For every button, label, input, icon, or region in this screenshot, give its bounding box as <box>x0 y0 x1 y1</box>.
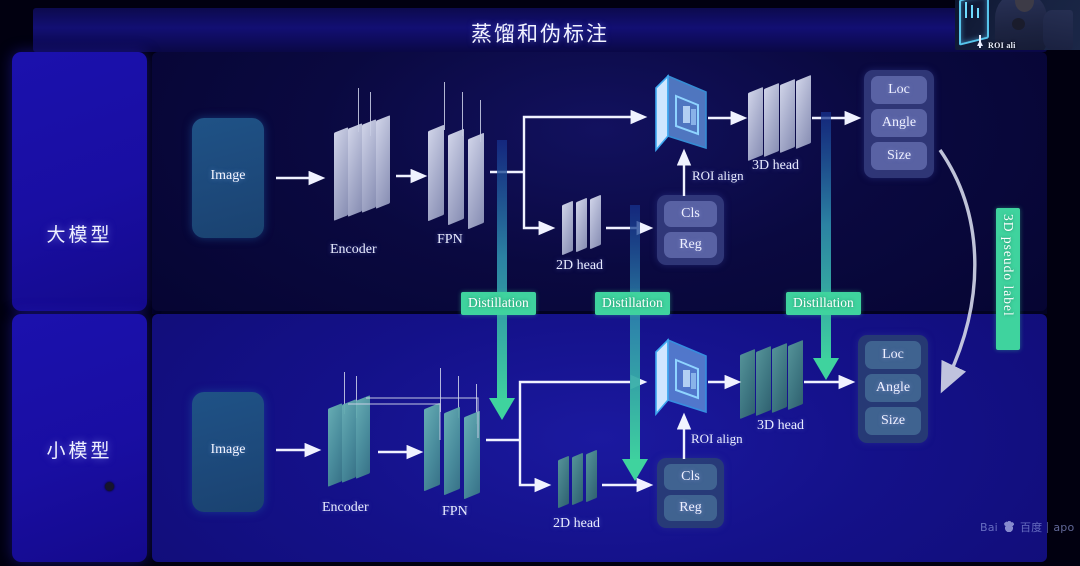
sidebar-student-panel: 小模型 <box>12 314 147 562</box>
student-roi-align-icon <box>650 336 712 422</box>
student-image-label: Image <box>210 442 246 457</box>
encoder-antenna-icon <box>344 372 345 414</box>
fpn-sheet <box>464 410 480 500</box>
teacher-det2d-box: Cls Reg <box>657 195 724 265</box>
distillation-tag-2dhead: Distillation <box>595 292 670 315</box>
watermark-divider <box>1047 521 1049 533</box>
pip-caption: ROI ali <box>988 41 1016 50</box>
fpn-sheet <box>444 406 460 496</box>
mouse-cursor-dot <box>105 482 114 491</box>
head3d-sheet <box>740 348 755 420</box>
presenter-hand <box>1012 18 1025 30</box>
slide-title-band: 蒸馏和伪标注 <box>33 8 1047 52</box>
teacher-output-box: Loc Angle Size <box>864 70 934 178</box>
sidebar-item-label-student: 小模型 <box>46 440 113 462</box>
watermark-brand-cn: 百度 <box>1019 521 1043 534</box>
teacher-2d-head-label: 2D head <box>556 258 604 273</box>
student-fpn-label: FPN <box>442 504 468 519</box>
fpn-antenna-icon <box>440 368 441 412</box>
head2d-sheet <box>562 200 573 256</box>
distillation-tag-3dhead: Distillation <box>786 292 861 315</box>
teacher-encoder-label: Encoder <box>330 242 377 257</box>
fpn-antenna-icon <box>458 376 459 418</box>
teacher-cls-chip: Cls <box>664 201 717 227</box>
teacher-roi-align-icon <box>650 72 712 158</box>
head2d-sheet <box>572 452 583 506</box>
encoder-antenna-icon <box>370 92 371 136</box>
teacher-loc-chip: Loc <box>871 76 927 104</box>
baidu-apollo-watermark: Bai 百度 apo <box>980 519 1074 535</box>
student-output-box: Loc Angle Size <box>858 335 928 443</box>
fpn-sheet <box>428 124 444 222</box>
encoder-sheet <box>342 399 356 483</box>
student-encoder-label: Encoder <box>322 500 369 515</box>
teacher-size-chip: Size <box>871 142 927 170</box>
teacher-reg-chip: Reg <box>664 232 717 258</box>
head2d-sheet <box>590 194 601 250</box>
encoder-antenna-icon <box>356 376 357 418</box>
fpn-sheet <box>468 132 484 230</box>
encoder-sheet <box>348 123 362 217</box>
sidebar-teacher-panel: 大模型 <box>12 52 147 311</box>
head3d-sheet <box>772 342 787 414</box>
watermark-brand: Bai <box>980 520 998 534</box>
teacher-image-label: Image <box>210 168 246 183</box>
webcam-pip[interactable]: ROI ali <box>955 0 1080 50</box>
fpn-antenna-icon <box>444 82 445 130</box>
sidebar-item-label-teacher: 大模型 <box>46 224 113 246</box>
fpn-sheet <box>448 128 464 226</box>
student-image-card: Image <box>192 392 264 512</box>
head3d-sheet <box>756 345 771 417</box>
encoder-sheet <box>362 119 376 213</box>
encoder-sheet <box>376 115 390 209</box>
distillation-tag-fpn: Distillation <box>461 292 536 315</box>
encoder-sheet <box>356 395 370 479</box>
page-title: 蒸馏和伪标注 <box>471 22 609 46</box>
teacher-roi-align-label: ROI align <box>692 168 744 183</box>
student-cls-chip: Cls <box>664 464 717 490</box>
teacher-3d-head-label: 3D head <box>752 158 800 173</box>
head3d-sheet <box>788 339 803 411</box>
encoder-sheet <box>334 127 348 221</box>
pseudo-label-tag: 3D pseudo label <box>996 208 1020 350</box>
teacher-angle-chip: Angle <box>871 109 927 137</box>
presenter-arm <box>1043 10 1073 50</box>
head3d-sheet <box>748 86 763 162</box>
presenter-head <box>1015 0 1034 12</box>
fpn-antenna-icon <box>480 100 481 142</box>
teacher-fpn-label: FPN <box>437 232 463 247</box>
fpn-sheet <box>424 402 440 492</box>
head2d-sheet <box>576 197 587 253</box>
head3d-sheet <box>796 74 811 150</box>
student-2d-head-label: 2D head <box>553 516 601 531</box>
student-3d-head-label: 3D head <box>757 418 805 433</box>
student-det2d-box: Cls Reg <box>657 458 724 528</box>
head2d-sheet <box>586 449 597 503</box>
encoder-antenna-icon <box>358 88 359 132</box>
pip-bar-icon <box>977 8 979 18</box>
student-loc-chip: Loc <box>865 341 921 369</box>
head3d-sheet <box>764 82 779 158</box>
teacher-image-card: Image <box>192 118 264 238</box>
paw-icon <box>1002 521 1015 533</box>
head2d-sheet <box>558 455 569 509</box>
encoder-sheet <box>328 403 342 487</box>
head3d-sheet <box>780 78 795 154</box>
pip-bar-icon <box>971 5 973 18</box>
student-roi-align-label: ROI align <box>691 431 743 446</box>
watermark-product: apo <box>1053 520 1075 534</box>
pip-bar-icon <box>965 2 967 18</box>
pip-slide-plate-icon <box>959 0 989 46</box>
pip-arrow-icon <box>977 40 983 46</box>
student-reg-chip: Reg <box>664 495 717 521</box>
fpn-antenna-icon <box>462 92 463 136</box>
student-size-chip: Size <box>865 407 921 435</box>
student-angle-chip: Angle <box>865 374 921 402</box>
